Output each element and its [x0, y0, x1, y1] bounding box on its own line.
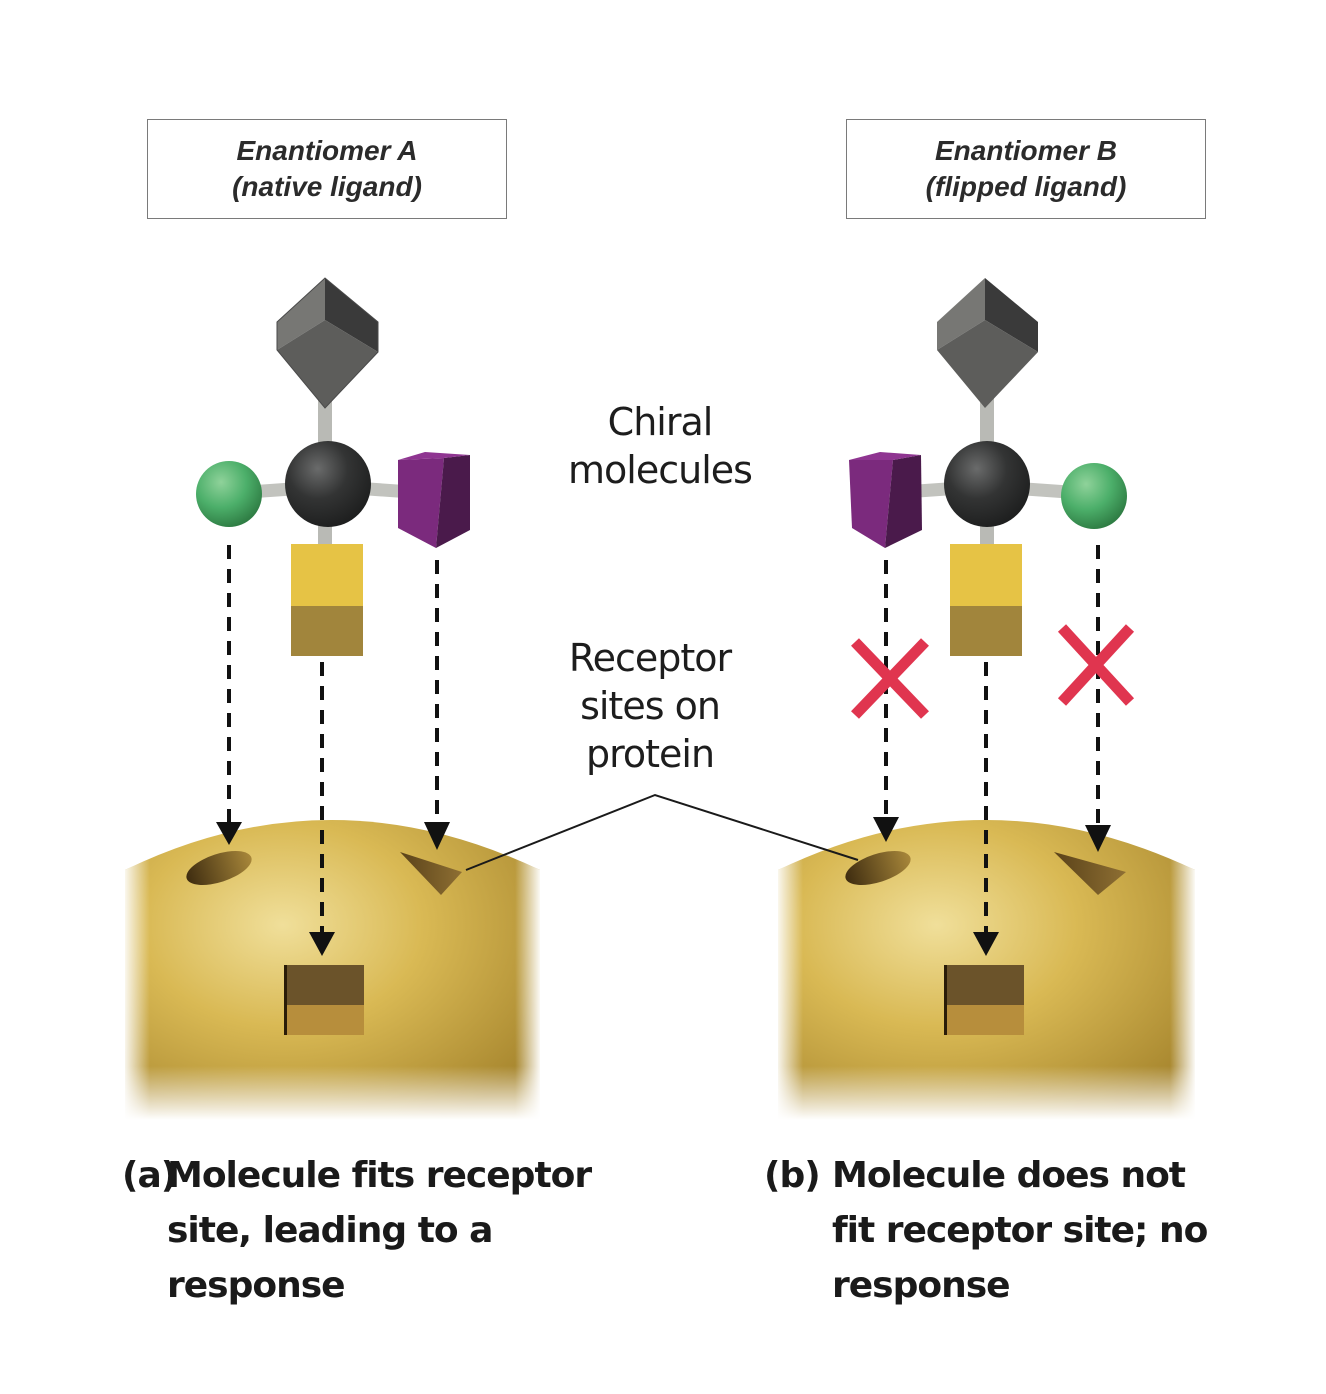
caption-a-line: Molecule fits receptor	[167, 1155, 592, 1196]
caption-b: (b) Molecule does not fit receptor site;…	[764, 1148, 1302, 1313]
chiral-molecules-label: Chiral molecules	[560, 398, 760, 494]
enantiomer-a-label: Enantiomer A (native ligand)	[147, 119, 507, 219]
receptor-site-prism-a	[400, 852, 462, 895]
arrowhead-cube-a	[309, 932, 335, 956]
receptor-label-line: sites on	[580, 684, 721, 728]
protein-a	[125, 820, 540, 1120]
enantiomer-a-title: Enantiomer A	[236, 135, 418, 166]
molecule-a	[196, 277, 470, 656]
receptor-label-line: protein	[585, 732, 715, 776]
arrowhead-prism-b	[873, 817, 899, 842]
arrowhead-cube-b	[973, 932, 999, 956]
receptor-site-cube-a	[284, 965, 364, 1035]
receptor-label-line: Receptor	[568, 636, 732, 680]
arrowheads-b	[873, 817, 1111, 956]
arrowheads-a	[216, 822, 450, 956]
arrowhead-sphere-a	[216, 822, 242, 845]
gray-cube-group-b	[937, 278, 1038, 408]
caption-a-line: site, leading to a	[167, 1210, 493, 1251]
chiral-label-line: molecules	[568, 448, 753, 492]
green-sphere-a	[196, 461, 262, 527]
caption-a-tag: (a)	[122, 1155, 177, 1196]
receptor-sites-label: Receptor sites on protein	[550, 634, 750, 778]
molecule-b	[849, 278, 1127, 656]
enantiomer-b-title: Enantiomer B	[934, 135, 1118, 166]
enantiomer-b-subtitle: (flipped ligand)	[925, 171, 1127, 202]
no-fit-x-mark-sphere	[1057, 624, 1135, 706]
receptor-site-sphere-a	[186, 851, 252, 885]
yellow-cube-a	[291, 544, 363, 656]
chiral-label-line: Chiral	[607, 400, 714, 444]
arrows-a	[227, 545, 439, 935]
arrowhead-prism-a	[424, 822, 450, 850]
receptor-site-cube-b	[944, 965, 1024, 1035]
gray-cube-group-a	[276, 277, 379, 409]
receptor-leader-line	[465, 793, 859, 871]
caption-b-tag: (b)	[764, 1155, 821, 1196]
receptor-site-sphere-b	[845, 851, 911, 885]
green-sphere-b	[1061, 463, 1127, 529]
caption-b-line: fit receptor site; no	[832, 1210, 1208, 1251]
purple-prism-b	[849, 452, 922, 548]
yellow-cube-b	[950, 544, 1022, 656]
arrowhead-sphere-b	[1085, 825, 1111, 852]
no-fit-x-mark-prism	[851, 638, 929, 719]
caption-b-line: response	[832, 1265, 1011, 1306]
protein-b	[778, 820, 1195, 1120]
carbon-atom-b	[944, 441, 1030, 527]
receptor-site-prism-b	[1054, 852, 1126, 895]
purple-prism-a	[398, 452, 470, 548]
enantiomer-b-label: Enantiomer B (flipped ligand)	[846, 119, 1206, 219]
caption-a: (a) Molecule fits receptor site, leading…	[122, 1148, 687, 1313]
caption-b-line: Molecule does not	[832, 1155, 1186, 1196]
carbon-atom-a	[285, 441, 371, 527]
enantiomer-a-subtitle: (native ligand)	[232, 171, 422, 202]
caption-a-line: response	[167, 1265, 346, 1306]
